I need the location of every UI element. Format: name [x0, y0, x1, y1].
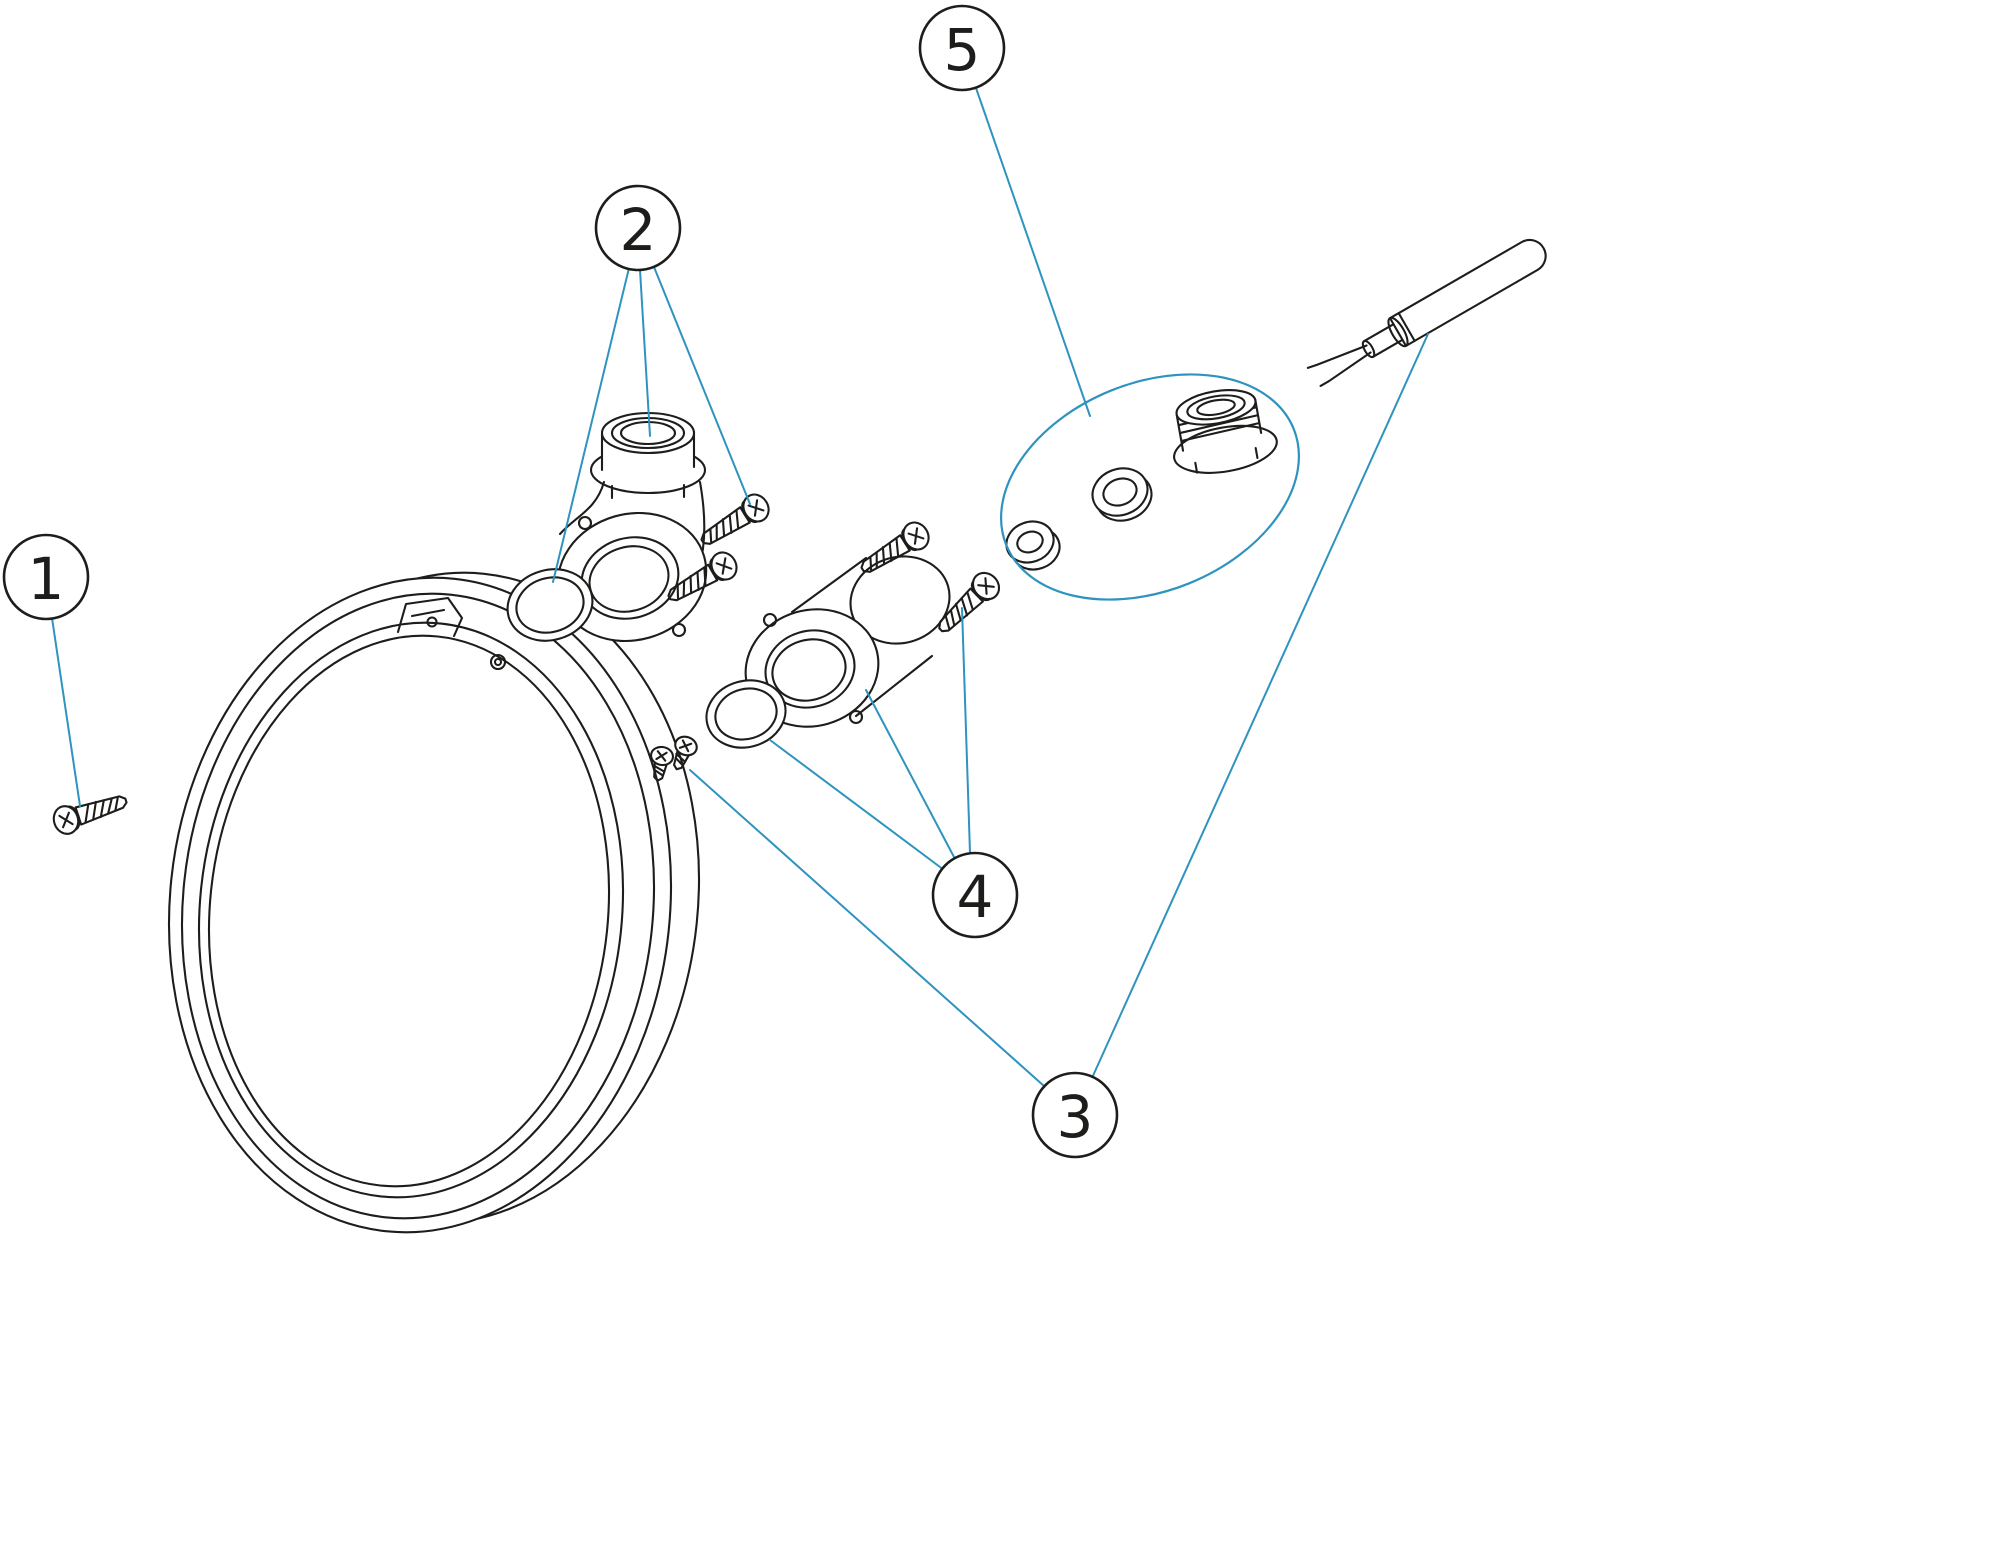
- leader-line-2-screw: [653, 266, 751, 505]
- gland-bushing: [1005, 520, 1061, 571]
- gasket-elbow: [506, 568, 594, 642]
- fixing-screw-part1: [49, 786, 132, 839]
- leader-line-3-probe: [1091, 333, 1429, 1079]
- leader-line-4-fitting: [865, 689, 955, 858]
- leader-line-5: [975, 87, 1091, 417]
- leader-line-2-gasket: [552, 267, 630, 583]
- leader-line-3-screws: [689, 769, 1045, 1087]
- gland-threaded-plug: [1173, 389, 1278, 474]
- elbow-spring-screw-a: [694, 488, 775, 555]
- callout-1: 1: [2, 533, 90, 621]
- leader-line-4-gasket: [769, 739, 945, 871]
- callout-5-number: 5: [944, 16, 981, 84]
- leader-lines: [51, 87, 1429, 1087]
- leader-line-1: [51, 617, 81, 807]
- callout-2: 2: [594, 184, 682, 272]
- straight-spring-screw-a: [854, 516, 935, 583]
- lamp-housing-disc: [167, 571, 701, 1234]
- callout-5: 5: [918, 4, 1006, 92]
- elbow-fitting-part2: [556, 411, 708, 643]
- leader-line-2-threads: [639, 269, 651, 437]
- callout-2-number: 2: [620, 196, 657, 264]
- callout-4-number: 4: [957, 863, 994, 931]
- callout-3-number: 3: [1057, 1083, 1094, 1151]
- gland-washer: [1091, 467, 1153, 522]
- callout-4: 4: [931, 851, 1019, 939]
- part5-group-oval: [999, 373, 1301, 601]
- callout-3: 3: [1031, 1071, 1119, 1159]
- housing-clip-screw: [489, 653, 507, 671]
- housing-top-tab: [396, 596, 464, 638]
- straight-spring-screw-b: [929, 566, 1006, 641]
- leader-line-4-screw: [961, 607, 971, 854]
- callout-1-number: 1: [28, 545, 65, 613]
- gasket-straight: [705, 679, 787, 749]
- sensor-probe: [1306, 238, 1547, 387]
